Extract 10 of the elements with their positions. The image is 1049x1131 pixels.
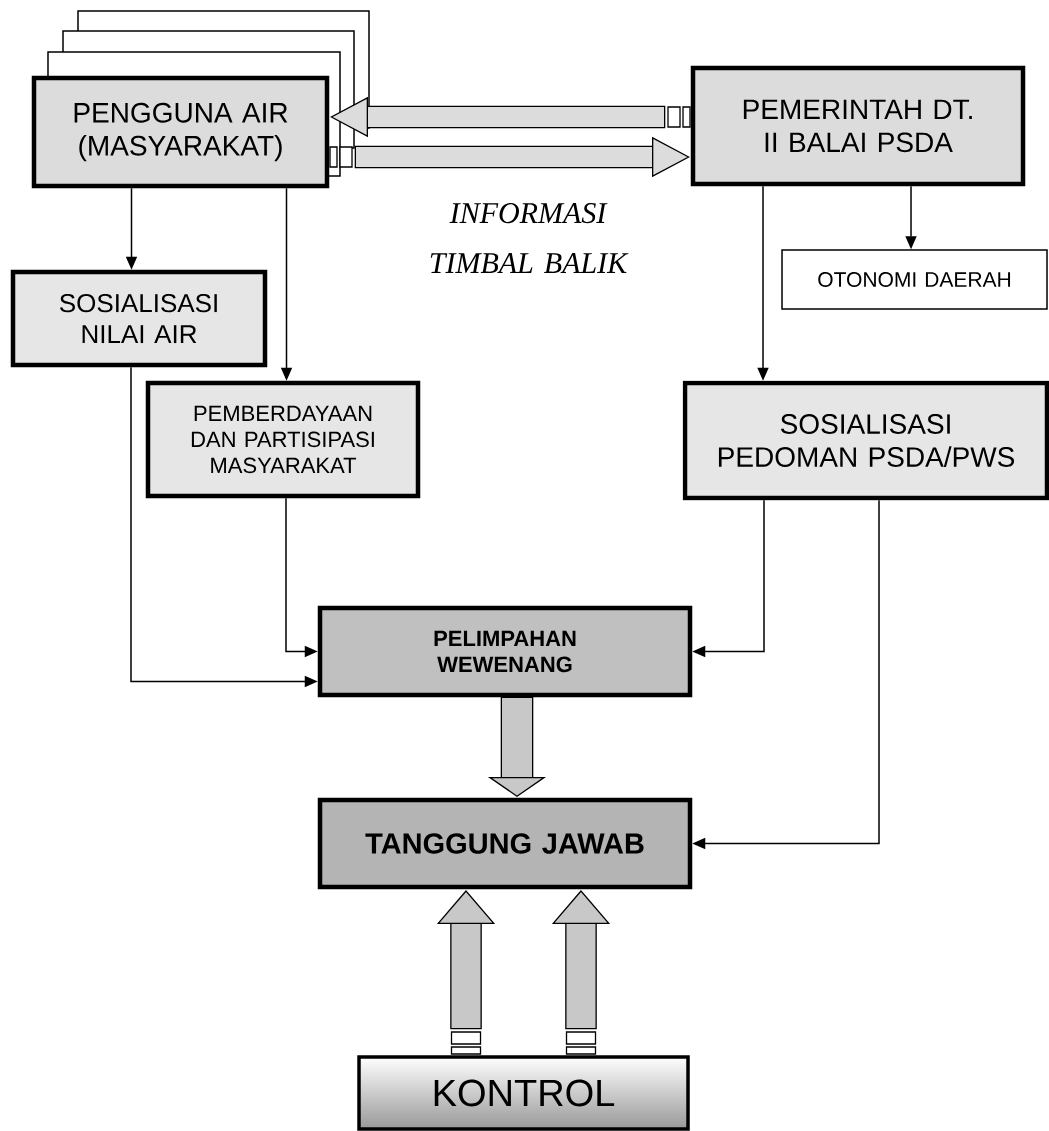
process-box: SOSIALISASI NILAI AIR <box>10 269 268 368</box>
process-box: PENGGUNA AIR (MASYARAKAT) <box>31 75 330 189</box>
process-box: SOSIALISASI PEDOMAN PSDA/PWS <box>682 380 1049 501</box>
control-box: KONTROL <box>357 1055 690 1131</box>
process-box: TANGGUNG JAWAB <box>317 797 693 890</box>
annotation-text: INFORMASI TIMBAL BALIK <box>430 203 629 273</box>
process-box: PELIMPAHAN WEWENANG <box>317 605 693 698</box>
process-box: OTONOMI DAERAH <box>781 249 1048 310</box>
process-box: PEMERINTAH DT. II BALAI PSDA <box>690 65 1026 187</box>
process-box: PEMBERDAYAAN DAN PARTISIPASI MASYARAKAT <box>145 380 421 499</box>
